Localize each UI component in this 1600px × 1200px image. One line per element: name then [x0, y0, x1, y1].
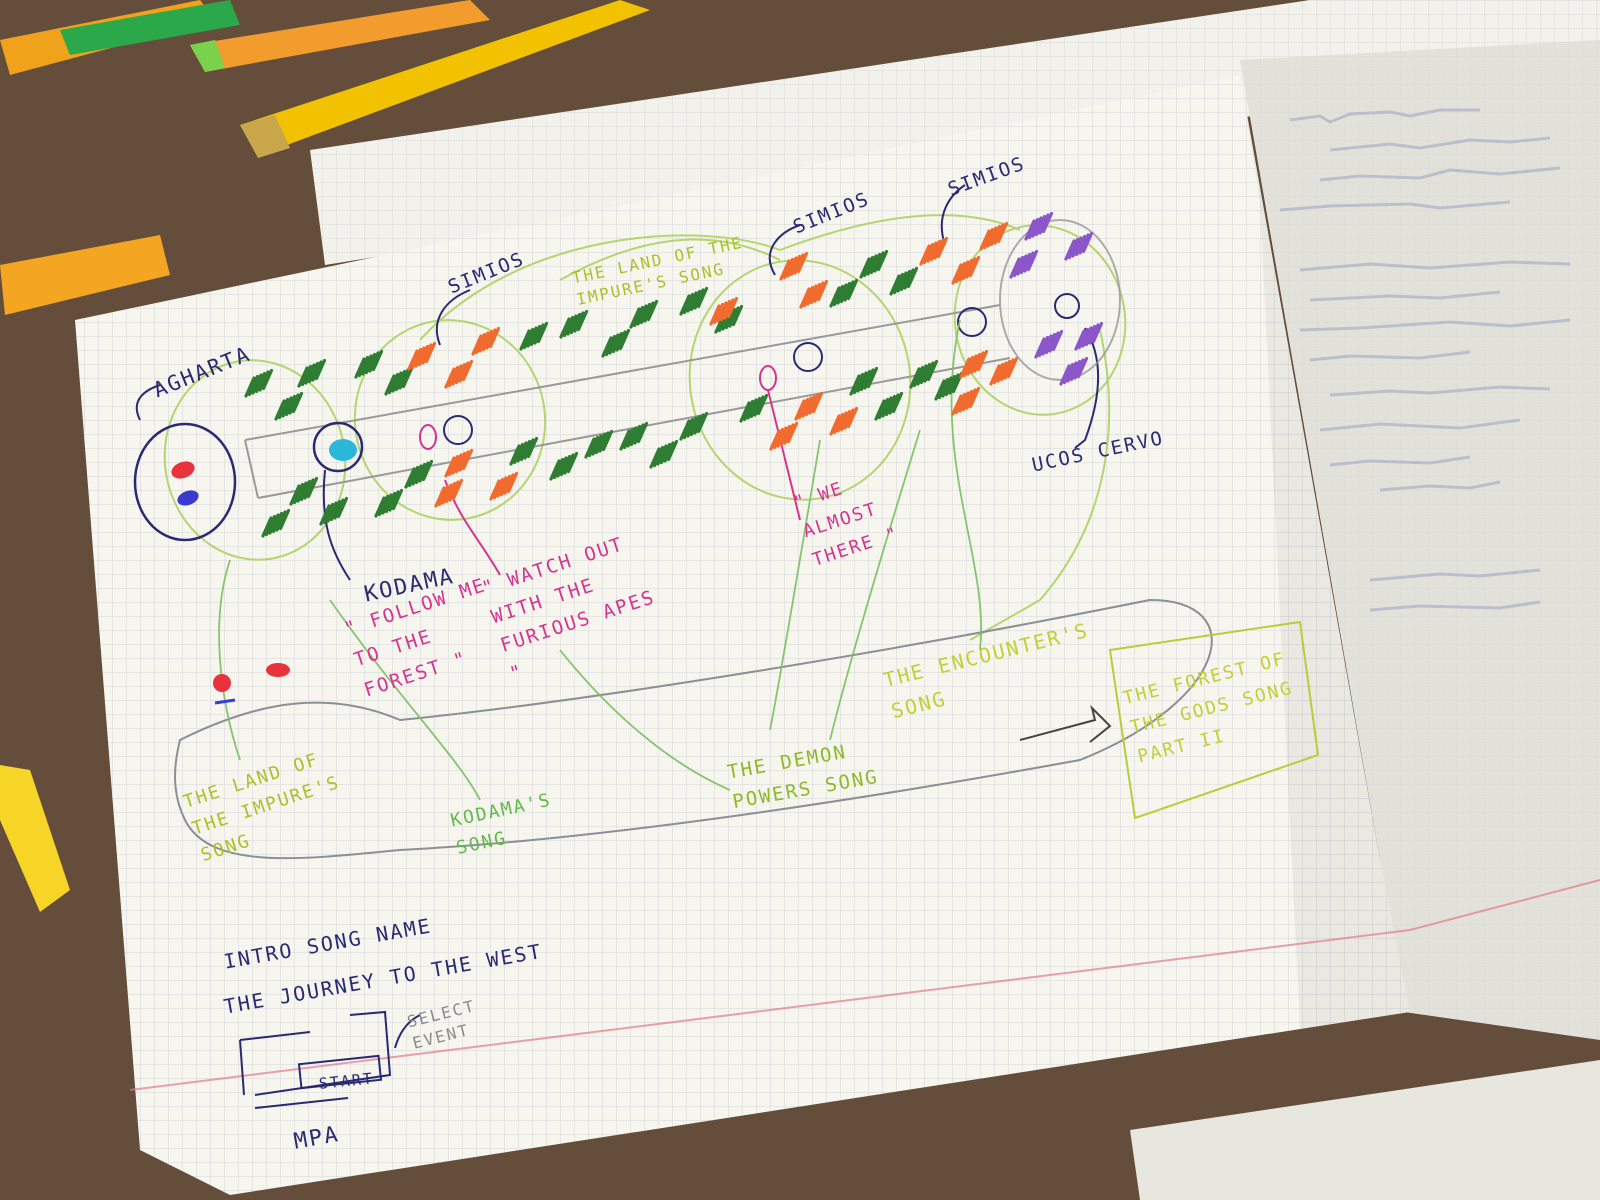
tree-purple: [1034, 329, 1064, 359]
tree-green: [289, 476, 319, 506]
tree-purple: [1009, 249, 1039, 279]
tree-green: [739, 393, 769, 423]
tree-orange: [779, 251, 809, 281]
tree-orange: [709, 296, 739, 326]
player-marker: [329, 439, 357, 461]
tree-green: [874, 391, 904, 421]
tree-orange: [769, 421, 799, 451]
tree-green: [714, 304, 744, 334]
tree-green: [261, 508, 291, 538]
tree-purple: [1064, 231, 1094, 261]
tree-green: [374, 488, 404, 518]
tree-orange: [951, 386, 981, 416]
tree-orange: [471, 326, 501, 356]
tree-purple: [1059, 356, 1089, 386]
tree-orange: [829, 406, 859, 436]
agharta-circle: [133, 422, 237, 542]
tree-orange: [959, 349, 989, 379]
tree-green: [509, 436, 539, 466]
tree-green: [559, 309, 589, 339]
tree-purple: [1024, 211, 1054, 241]
tree-orange: [489, 471, 519, 501]
tree-green: [601, 328, 631, 358]
faded-notes: [1279, 108, 1571, 612]
tree-green: [244, 368, 274, 398]
tree-green: [519, 321, 549, 351]
tree-green: [909, 359, 939, 389]
tree-green: [319, 496, 349, 526]
tree-orange: [919, 236, 949, 266]
tree-green: [297, 358, 327, 388]
tree-green: [849, 366, 879, 396]
tree-green: [629, 299, 659, 329]
tree-green: [859, 249, 889, 279]
tree-orange: [799, 279, 829, 309]
tree-orange: [444, 359, 474, 389]
tree-green: [404, 459, 434, 489]
tree-green: [679, 411, 709, 441]
tree-green: [549, 451, 579, 481]
tree-orange: [979, 221, 1009, 251]
tree-orange: [407, 341, 437, 371]
tree-green: [679, 286, 709, 316]
tree-green: [889, 266, 919, 296]
tree-purple: [1074, 321, 1104, 351]
tree-green: [384, 366, 414, 396]
tree-orange: [989, 356, 1019, 386]
tree-green: [354, 349, 384, 379]
tree-orange: [444, 448, 474, 478]
tree-orange: [794, 391, 824, 421]
tree-green: [649, 439, 679, 469]
tree-green: [829, 278, 859, 308]
tree-green: [619, 421, 649, 451]
tree-orange: [434, 478, 464, 508]
tree-green: [934, 371, 964, 401]
pens: [0, 0, 650, 912]
tree-green: [274, 391, 304, 421]
tree-clusters: [244, 211, 1104, 538]
tree-orange: [951, 255, 981, 285]
tree-green: [584, 429, 614, 459]
